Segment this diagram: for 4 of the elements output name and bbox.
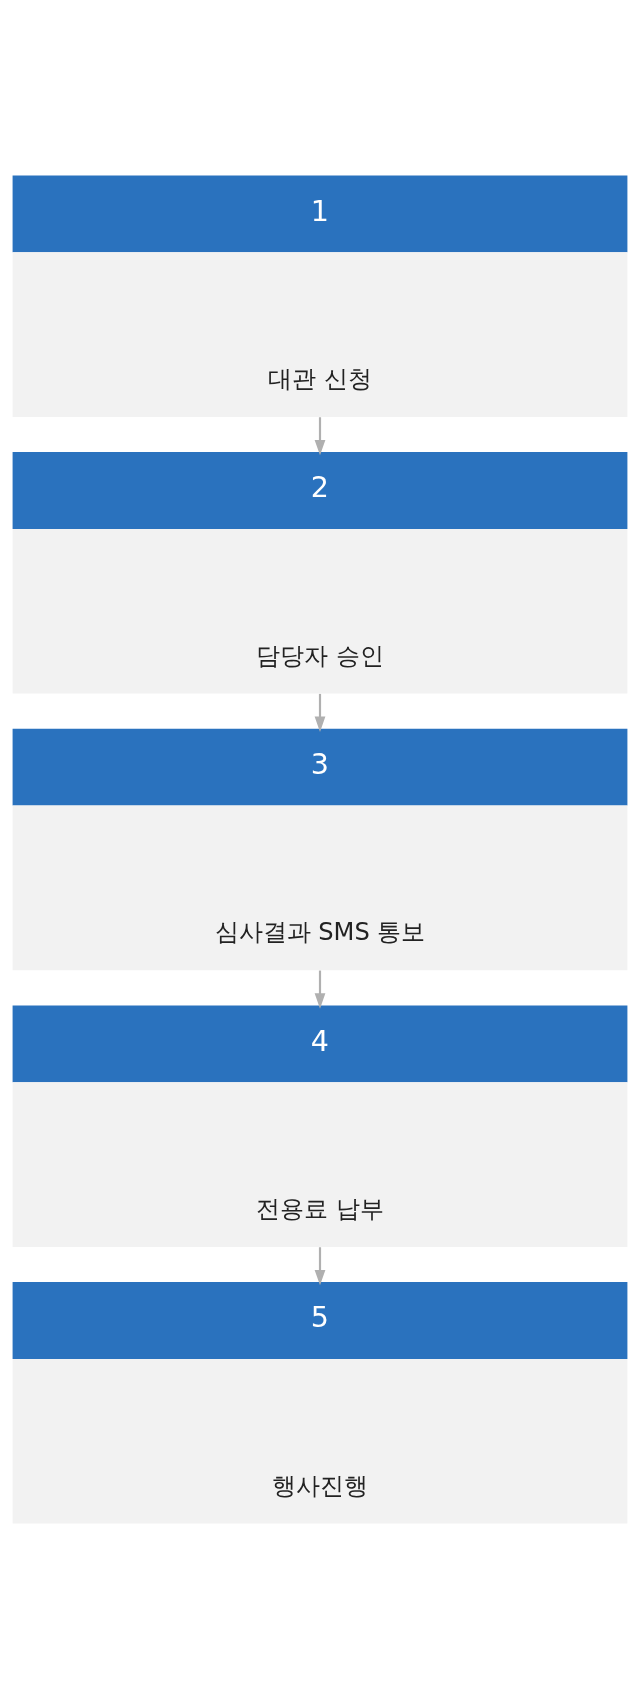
arrow [314,416,326,455]
arrow [314,1246,326,1285]
arrow [314,970,326,1009]
arrow [314,693,326,732]
